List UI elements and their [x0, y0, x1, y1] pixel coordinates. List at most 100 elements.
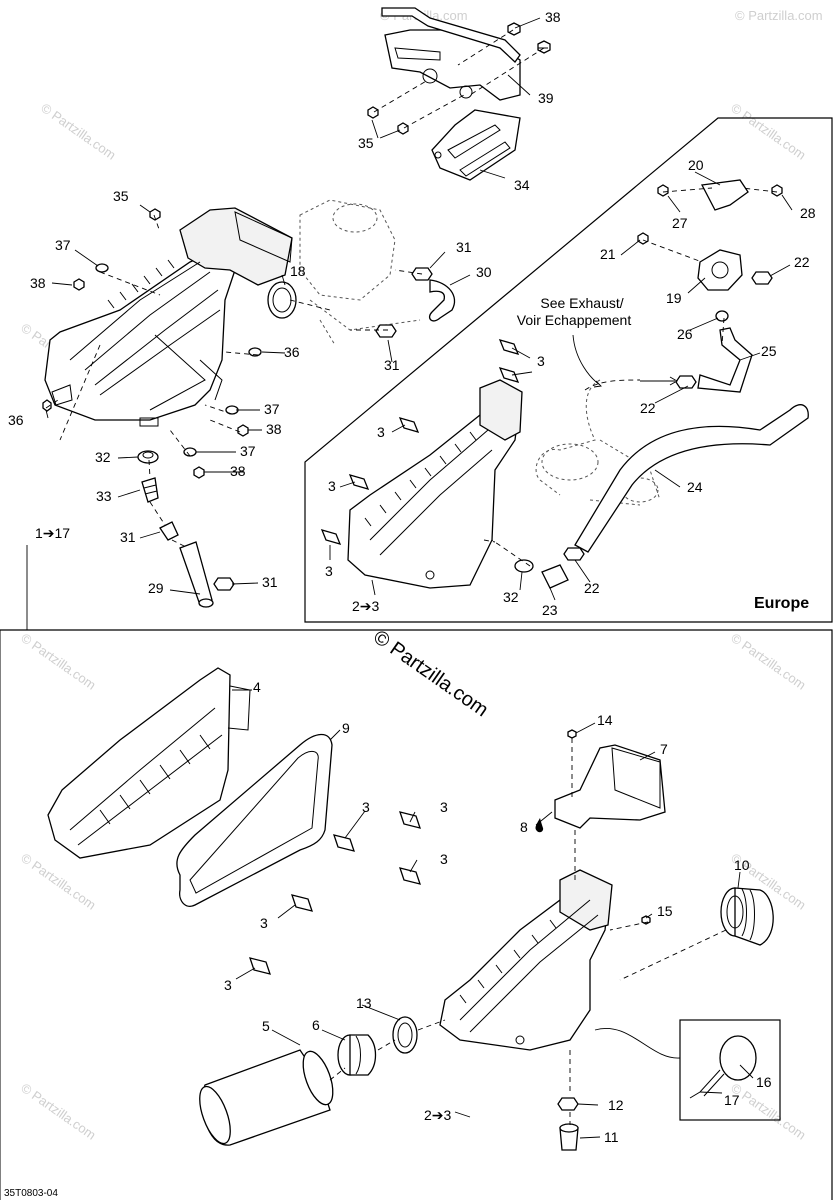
callout-38: 38 [30, 275, 46, 291]
callout-20: 20 [688, 157, 704, 173]
watermark-text: © Partzilla.com [735, 8, 823, 23]
callout-31: 31 [262, 574, 278, 590]
europe-engine-ghost [535, 379, 661, 506]
lower-section-frame [0, 629, 833, 1200]
callout-3: 3 [328, 478, 336, 494]
cap-11 [559, 1123, 579, 1151]
exhaust-arrow [640, 376, 678, 386]
lower-clips-3 [249, 811, 421, 975]
drop-icon [535, 818, 544, 833]
callout-31: 31 [456, 239, 472, 255]
callout-17: 17 [724, 1092, 740, 1108]
callout-4: 4 [253, 679, 261, 695]
hose-30 [428, 279, 456, 322]
callout-5: 5 [262, 1018, 270, 1034]
lower-axis-lines [329, 738, 727, 1125]
valve-19 [697, 179, 749, 291]
callout-26: 26 [677, 326, 693, 342]
callout-32: 32 [503, 589, 519, 605]
detail-box-16-17 [594, 1019, 781, 1121]
callout-18: 18 [290, 263, 306, 279]
coupler-6 [337, 1034, 377, 1076]
callout-21: 21 [600, 246, 616, 262]
assembly-axis-lines-left [45, 214, 259, 549]
callout-32: 32 [95, 449, 111, 465]
drain-tube-29 [159, 521, 235, 608]
callout-3: 3 [362, 799, 370, 815]
callout-3: 3 [440, 799, 448, 815]
callout-15: 15 [657, 903, 673, 919]
watermark-text: © Partzilla.com [18, 1080, 98, 1143]
callout-30: 30 [476, 264, 492, 280]
callout-2-3: 2➔3 [352, 598, 380, 614]
airbox-cover-4 [47, 667, 251, 859]
callout-3: 3 [377, 424, 385, 440]
callout-12: 12 [608, 1097, 624, 1113]
europe-hardware [514, 184, 783, 589]
callout-1-17: 1➔17 [35, 525, 70, 541]
callout-35: 35 [358, 135, 374, 151]
see-exhaust-arrow [572, 334, 602, 388]
bolts-top [367, 22, 551, 135]
watermark-center: © Partzilla.com [369, 626, 492, 721]
callout-9: 9 [342, 720, 350, 736]
watermark-text: © Partzilla.com [38, 100, 118, 163]
watermark-text: © Partzilla.com [728, 630, 808, 693]
assembly-axis-lines-carb [59, 269, 423, 441]
region-label-europe: Europe [754, 595, 809, 612]
callout-31: 31 [120, 529, 136, 545]
see-exhaust-note-line1: See Exhaust/ [540, 295, 623, 311]
callout-33: 33 [96, 488, 112, 504]
callout-22: 22 [794, 254, 810, 270]
callout-36: 36 [284, 344, 300, 360]
carburetor-ghost [299, 199, 421, 346]
europe-axis-lines [483, 187, 778, 567]
callout-3: 3 [440, 851, 448, 867]
lower-airbox [439, 869, 613, 1051]
callout-39: 39 [538, 90, 554, 106]
callout-3: 3 [537, 353, 545, 369]
callout-7: 7 [660, 741, 668, 757]
callout-3: 3 [260, 915, 268, 931]
europe-clips-3 [320, 339, 520, 545]
adapter-10 [720, 887, 774, 946]
callout-leaders [45, 17, 793, 1139]
hose-25 [697, 327, 753, 393]
callout-11: 11 [604, 1129, 619, 1145]
fitting-33 [141, 477, 159, 503]
watermark-text: © Partzilla.com [18, 630, 98, 693]
callout-25: 25 [761, 343, 777, 359]
catalog-code: 35T0803-04 [4, 1188, 58, 1199]
watermark-text: © Partzilla.com [18, 850, 98, 913]
clamps-31-upper [375, 267, 433, 338]
callout-38: 38 [545, 9, 561, 25]
callout-38: 38 [266, 421, 282, 437]
callout-3: 3 [224, 977, 232, 993]
callout-29: 29 [148, 580, 164, 596]
callout-37: 37 [55, 237, 71, 253]
callout-36: 36 [8, 412, 24, 428]
callout-37: 37 [240, 443, 256, 459]
watermark-text: © Partzilla.com [728, 100, 808, 163]
small-hardware-left [42, 208, 262, 479]
clamp-13 [392, 1016, 418, 1054]
callout-23: 23 [542, 602, 558, 618]
callout-31: 31 [384, 357, 400, 373]
bracket-rod-39 [381, 7, 521, 63]
callout-13: 13 [356, 995, 372, 1011]
airbox-assembly-left [44, 207, 293, 427]
callout-10: 10 [734, 857, 750, 873]
callout-37: 37 [264, 401, 280, 417]
callout-35: 35 [113, 188, 129, 204]
screw-14 [567, 729, 577, 739]
callout-38: 38 [230, 463, 246, 479]
callout-34: 34 [514, 177, 530, 193]
see-exhaust-note-line2: Voir Echappement [517, 312, 632, 328]
europe-airbox [347, 379, 523, 589]
callout-22: 22 [640, 400, 656, 416]
hose-24 [574, 404, 809, 553]
callout-22: 22 [584, 580, 600, 596]
callout-3: 3 [325, 563, 333, 579]
callout-labels: 38 39 35 34 35 37 38 18 31 30 31 36 36 3… [8, 9, 816, 1145]
